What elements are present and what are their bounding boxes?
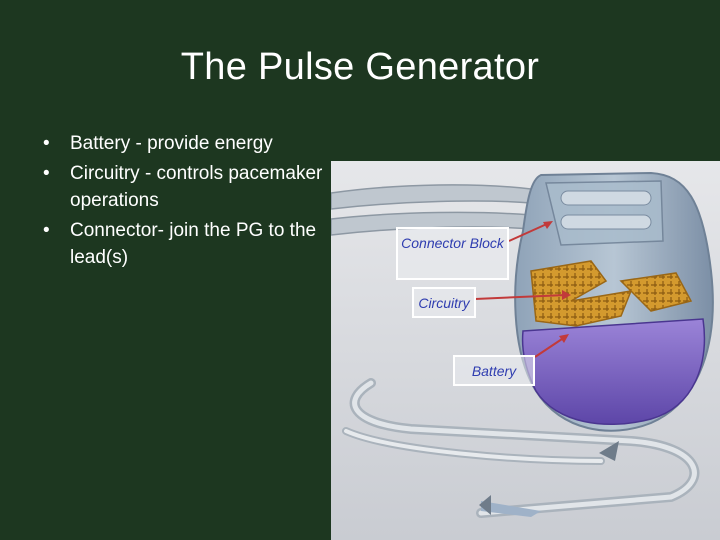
pacemaker-drawing [331, 161, 720, 540]
callout-battery: Battery [453, 355, 535, 386]
pacemaker-illustration: Connector Block Circuitry Battery [331, 161, 720, 540]
bullet-dot-icon: • [43, 163, 50, 184]
bullet-text: Circuitry - controls pacemaker operation… [70, 163, 323, 211]
upper-leads [331, 184, 562, 236]
bullet-item-battery: • Battery - provide energy [42, 130, 332, 157]
battery-arrow [534, 336, 566, 358]
callout-arrows [474, 221, 571, 358]
bullet-item-circuitry: • Circuitry - controls pacemaker operati… [42, 160, 332, 214]
connector-arrow [508, 222, 550, 242]
callout-circuitry: Circuitry [412, 287, 476, 318]
bullet-dot-icon: • [43, 220, 50, 241]
bullet-text: Battery - provide energy [70, 133, 273, 154]
battery-arrowhead-icon [559, 334, 569, 343]
bullet-list: • Battery - provide energy • Circuitry -… [42, 130, 332, 274]
pacemaker-can [514, 171, 714, 432]
circuitry-arrowhead-icon [562, 290, 571, 300]
circuitry-arrow [474, 294, 567, 300]
bullet-text: Connector- join the PG to the lead(s) [70, 220, 317, 268]
callout-connector-block: Connector Block [396, 227, 509, 280]
bullet-item-connector: • Connector- join the PG to the lead(s) [42, 217, 332, 271]
connector-arrowhead-icon [543, 221, 553, 229]
bullet-dot-icon: • [43, 133, 50, 154]
page-title: The Pulse Generator [180, 46, 540, 88]
lower-lead [342, 378, 700, 518]
